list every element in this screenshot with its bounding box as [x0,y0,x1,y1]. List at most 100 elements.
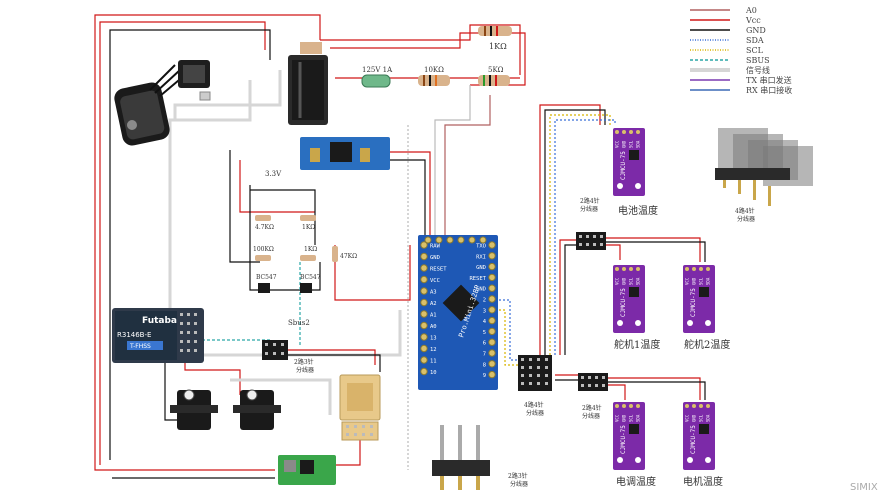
pin [265,352,268,355]
resistor-10k-label: 10KΩ [424,66,444,74]
sbus2-label: Sbus2 [288,319,310,327]
splitter-pins [265,343,284,355]
sensor-pin [622,130,626,134]
reg-to-ard [390,151,431,235]
mount-hole [617,320,623,326]
arduino-pin-label: VCC [430,278,440,284]
pin [602,376,605,379]
label: 1KΩ [302,224,315,231]
pin [586,243,589,246]
connector-header [341,421,379,441]
label-line-1: 2路4针 [580,197,600,205]
pin [187,313,190,316]
band [483,75,485,86]
servo-1 [170,389,218,430]
arduino-pin-ard-left-2 [420,264,428,272]
sensor-board [613,402,645,470]
sensor-pin [692,404,696,408]
resistor-1k-top: 1KΩ [478,26,512,51]
arduino-top-pins [424,236,487,244]
pin [521,382,524,385]
pin [588,384,591,387]
arduino-pin-label: RESET [469,276,486,282]
arduino-pin-label: 13 [430,336,437,342]
pin [354,433,357,436]
arduino-pin-ard-right-3 [488,273,496,282]
resistor-47k-v: 47KΩ [332,246,357,262]
sensor-pin [629,130,633,134]
pin [602,384,605,387]
sbus-to-receiver [199,320,270,341]
resistor-5k-label: 5KΩ [488,66,504,74]
splitter-body [576,232,606,250]
servo-horn [183,389,195,401]
battery-plug [300,42,322,54]
bus-up-2 [544,109,606,355]
esc-signal [173,70,282,120]
pin [600,235,603,238]
sensor-chip [629,424,639,434]
sensor-chip-label: CJMCU-75 [620,288,627,317]
resistor-5k: 5KΩ [478,66,510,86]
mount-hole [687,320,693,326]
pin [370,433,373,436]
bec-module [278,455,336,485]
pin [529,382,532,385]
arduino-pin-label: A3 [430,290,437,296]
arduino-pin-ard-left-1 [420,252,428,261]
split-c-to-motor [608,377,701,400]
esc-heatsink [183,65,205,83]
sensor-board [683,265,715,333]
receiver: Futaba R3146B-E T-FHSS [112,308,204,363]
pin [273,352,276,355]
arduino-pin-ard-right-9 [488,338,496,346]
arduino-top-pin [468,236,476,244]
legend-label-a0: A0 [745,6,757,15]
legend-label-tx: TX 串口发送 [746,75,792,85]
arduino-pin-ard-right-2 [488,262,496,271]
sensor-pin [685,404,689,408]
ls-1 [250,189,316,245]
header-base [432,460,490,476]
arduino-pin-ard-right-7 [488,316,496,325]
bec-chip [300,460,314,474]
pin [581,384,584,387]
splitter-body [578,373,608,391]
splitter-pins [579,235,603,246]
sensor-pin-label: SCL [629,414,634,422]
pin [440,425,444,460]
arduino-top-pin [479,236,487,244]
sensor-chip [699,287,709,297]
resistor-body [300,215,316,221]
brushless-motor [114,64,186,146]
transistor-body [300,283,312,293]
sensor-pin [699,404,703,408]
pin [768,186,771,206]
split-grey-2 [230,378,332,415]
arduino-pin-label: 3 [483,308,486,314]
sensor-board [613,265,645,333]
pin [458,425,462,460]
band [496,26,498,36]
transistor-label: BC547 [300,274,321,281]
sensor-title-battery: 电池温度 [618,204,658,217]
splitter-label: 2路4针分线器 [580,197,600,213]
pin [187,331,190,334]
pin [521,374,524,377]
servo-horn [246,389,258,401]
pin [537,358,540,361]
pin-tail [458,476,462,490]
pin [273,343,276,346]
pin [281,352,284,355]
sensor-pin-label: SCL [629,140,634,148]
ls-4 [334,245,411,301]
split-c-to-esc [608,384,626,400]
band [423,75,425,86]
split-gnd [280,354,381,372]
pin [187,349,190,352]
arduino-top-pin [446,236,454,244]
pin [588,376,591,379]
pin [537,382,540,385]
